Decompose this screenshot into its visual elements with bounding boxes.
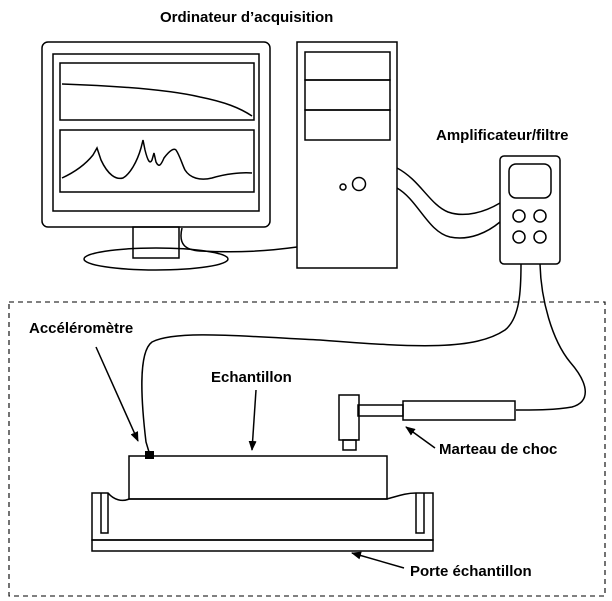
sample-holder (91, 492, 434, 552)
impact-hammer (338, 394, 516, 451)
monitor-base (83, 247, 229, 271)
accelerometer-sensor (145, 451, 154, 459)
monitor-frame (41, 41, 271, 228)
monitor-screen (52, 53, 260, 212)
cable-pc-amp-2 (396, 187, 501, 239)
knob-icon-2 (533, 209, 547, 223)
plot-curve-decay (61, 83, 253, 117)
drive-bay-2 (304, 79, 391, 111)
label-hammer: Marteau de choc (439, 441, 558, 458)
arrow-sample-holder (351, 551, 405, 569)
arrow-sample (248, 389, 257, 451)
amplifier-device (499, 155, 561, 265)
cable-amp-hammer (515, 263, 586, 411)
plot-panel-top (59, 62, 255, 121)
tower-pc (296, 41, 398, 269)
knob-icon-1 (512, 209, 526, 223)
drive-bay-3 (304, 109, 391, 141)
hammer-handle (402, 400, 516, 421)
power-button-icon (351, 176, 367, 192)
drive-bay-1 (304, 51, 391, 81)
knob-icon-3 (512, 230, 526, 244)
monitor (41, 41, 271, 271)
label-computer: Ordinateur d’acquisition (160, 9, 334, 26)
label-accelerometer: Accéléromètre (29, 320, 134, 337)
arrow-hammer (405, 426, 436, 449)
cable-monitor-pc (180, 227, 298, 253)
amplifier-display (508, 163, 552, 199)
cable-amp-accelerometer (141, 263, 522, 453)
amplifier-case (499, 155, 561, 265)
label-amplifier: Amplificateur/filtre (436, 127, 569, 144)
cable-pc-amp-1 (396, 167, 501, 216)
hammer-head (338, 394, 360, 441)
hammer-shaft (357, 404, 404, 417)
hammer-tip (342, 439, 357, 451)
sample-block (128, 455, 388, 500)
monitor-neck (132, 226, 180, 259)
plot-curve-spectrum (61, 139, 253, 180)
label-sample-holder: Porte échantillon (410, 563, 532, 580)
sample-holder-body (91, 492, 434, 541)
label-sample: Echantillon (211, 369, 292, 386)
arrow-accelerometer (95, 346, 139, 442)
sample-holder-base (91, 539, 434, 552)
sample-holder-right-wall (415, 493, 425, 534)
sample-holder-left-wall (100, 493, 109, 534)
dashed-boundary (8, 301, 606, 597)
tower-case (296, 41, 398, 269)
led-icon (339, 183, 347, 191)
plot-panel-bottom (59, 129, 255, 193)
knob-icon-4 (533, 230, 547, 244)
